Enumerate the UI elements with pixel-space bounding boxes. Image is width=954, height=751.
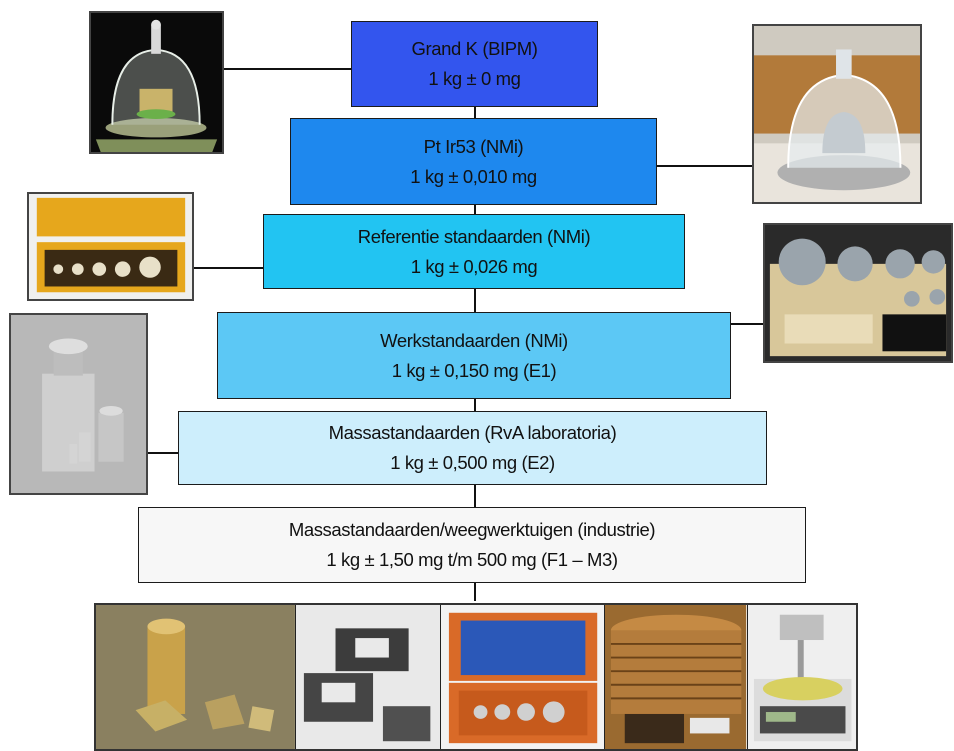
- connector-line: [193, 267, 264, 269]
- level-name: Werkstandaarden (NMi): [380, 329, 568, 351]
- level-value: 1 kg ± 0 mg: [428, 68, 521, 89]
- industrial-equipment-photo-strip: [94, 603, 858, 751]
- level-name: Grand K (BIPM): [411, 38, 538, 59]
- stacked-disc-weights-photo: [605, 605, 748, 749]
- connector-line: [730, 323, 764, 325]
- block-weights-photo: [295, 605, 442, 749]
- level-pt-ir53: Pt Ir53 (NMi) 1 kg ± 0,010 mg: [290, 118, 657, 205]
- level-grand-k: Grand K (BIPM) 1 kg ± 0 mg: [351, 21, 598, 107]
- level-massastandaarden-industrie: Massastandaarden/weegwerktuigen (industr…: [138, 507, 806, 583]
- level-value: 1 kg ± 0,150 mg (E1): [391, 359, 557, 381]
- level-value: 1 kg ± 1,50 mg t/m 500 mg (F1 – M3): [326, 549, 618, 570]
- level-massastandaarden-rva: Massastandaarden (RvA laboratoria) 1 kg …: [178, 411, 767, 485]
- level-value: 1 kg ± 0,026 mg: [410, 255, 538, 277]
- connector-line: [474, 398, 476, 413]
- digital-scale-photo: [747, 605, 856, 749]
- level-value: 1 kg ± 0,010 mg: [410, 165, 537, 187]
- connector-line: [474, 204, 476, 216]
- level-name: Referentie standaarden (NMi): [357, 225, 591, 247]
- level-referentie-standaarden: Referentie standaarden (NMi) 1 kg ± 0,02…: [263, 214, 685, 289]
- weight-set-case-photo: [441, 605, 606, 749]
- industrial-weights-photo: [96, 605, 296, 749]
- level-value: 1 kg ± 0,500 mg (E2): [390, 452, 555, 473]
- connector-line: [474, 484, 476, 508]
- reference-weight-set-case-photo: [27, 192, 194, 301]
- connector-line: [474, 288, 476, 314]
- connector-line: [474, 583, 476, 601]
- working-standard-weight-set-photo: [763, 223, 953, 363]
- prototype-kilogram-bell-jar-photo: [89, 11, 224, 154]
- connector-line: [474, 106, 476, 122]
- level-name: Massastandaarden/weegwerktuigen (industr…: [288, 519, 656, 540]
- connector-line: [148, 452, 180, 454]
- level-name: Pt Ir53 (NMi): [423, 135, 524, 157]
- connector-line: [222, 68, 352, 70]
- level-werkstandaarden: Werkstandaarden (NMi) 1 kg ± 0,150 mg (E…: [217, 312, 731, 399]
- connector-line: [656, 165, 754, 167]
- platinum-iridium-kilogram-bell-jar-photo: [752, 24, 922, 204]
- level-name: Massastandaarden (RvA laboratoria): [328, 422, 617, 443]
- cylindrical-weights-photo: [9, 313, 148, 495]
